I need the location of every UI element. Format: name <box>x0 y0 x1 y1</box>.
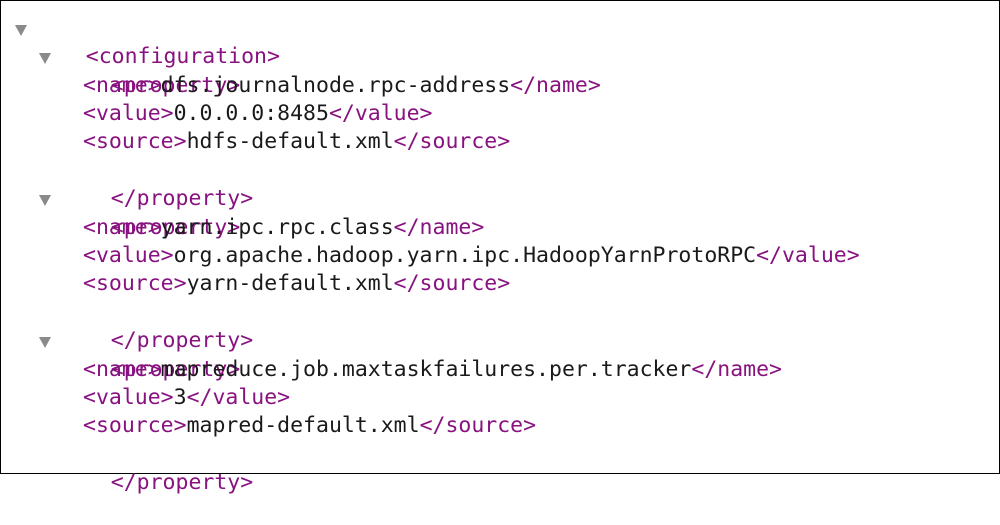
property-open-tag: <property> <box>59 44 240 98</box>
tag-text: <name> <box>83 73 161 98</box>
tag-text: </name> <box>510 73 601 98</box>
tag-text: </name> <box>691 357 782 382</box>
source-element: <source>hdfs-default.xml</source> <box>83 128 510 156</box>
tag-text: </property> <box>110 328 254 353</box>
value-value: org.apache.hadoop.yarn.ipc.HadoopYarnPro… <box>173 243 757 268</box>
source-value: hdfs-default.xml <box>186 129 394 154</box>
tag-text: </value> <box>186 385 291 410</box>
collapse-property-2-icon[interactable] <box>39 195 51 206</box>
name-element: <name>dfs.journalnode.rpc-address</name> <box>83 72 601 100</box>
tag-text: </value> <box>756 243 860 268</box>
tag-text: <property> <box>110 215 241 240</box>
value-value: 0.0.0.0:8485 <box>173 101 329 126</box>
value-element: <value>org.apache.hadoop.yarn.ipc.Hadoop… <box>83 242 860 270</box>
tag-text: <source> <box>83 271 187 296</box>
configuration-open-tag: <configuration> <box>34 15 280 69</box>
name-value: dfs.journalnode.rpc-address <box>160 73 511 98</box>
tag-text: <source> <box>83 129 187 154</box>
tag-text: </value> <box>328 101 433 126</box>
tag-text: <source> <box>83 413 187 438</box>
name-element: <name>yarn.ipc.rpc.class</name> <box>83 214 484 242</box>
tag-text: <value> <box>83 385 174 410</box>
tag-text: <value> <box>83 101 174 126</box>
tag-text: </source> <box>393 129 511 154</box>
tag-text: <property> <box>110 73 241 98</box>
tag-text: <configuration> <box>85 44 280 69</box>
property-close-tag: </property> <box>59 441 253 495</box>
name-element: <name>mapreduce.job.maxtaskfailures.per.… <box>83 356 782 384</box>
property-close-tag: </property> <box>59 157 253 211</box>
source-element: <source>mapred-default.xml</source> <box>83 412 536 440</box>
value-element: <value>3</value> <box>83 384 290 412</box>
tag-text: </property> <box>110 186 254 211</box>
tag-text: <property> <box>110 357 241 382</box>
source-value: yarn-default.xml <box>186 271 394 296</box>
value-element: <value>0.0.0.0:8485</value> <box>83 100 433 128</box>
tag-text: </source> <box>393 271 511 296</box>
property-open-tag: <property> <box>59 186 240 240</box>
tag-text: </name> <box>393 215 485 240</box>
value-value: 3 <box>173 385 187 410</box>
name-value: yarn.ipc.rpc.class <box>160 215 394 240</box>
name-value: mapreduce.job.maxtaskfailures.per.tracke… <box>160 357 692 382</box>
property-open-tag: <property> <box>59 328 240 382</box>
property-close-tag: </property> <box>59 299 253 353</box>
source-value: mapred-default.xml <box>186 413 420 438</box>
tag-text: <name> <box>83 215 161 240</box>
tag-text: <value> <box>83 243 174 268</box>
collapse-property-3-icon[interactable] <box>39 337 51 348</box>
tag-text: <name> <box>83 357 161 382</box>
source-element: <source>yarn-default.xml</source> <box>83 270 510 298</box>
collapse-configuration-icon[interactable] <box>15 25 27 36</box>
tag-text: </source> <box>419 413 537 438</box>
xml-viewer: <configuration> <property> <name>dfs.jou… <box>0 0 1000 495</box>
collapse-property-1-icon[interactable] <box>39 53 51 64</box>
